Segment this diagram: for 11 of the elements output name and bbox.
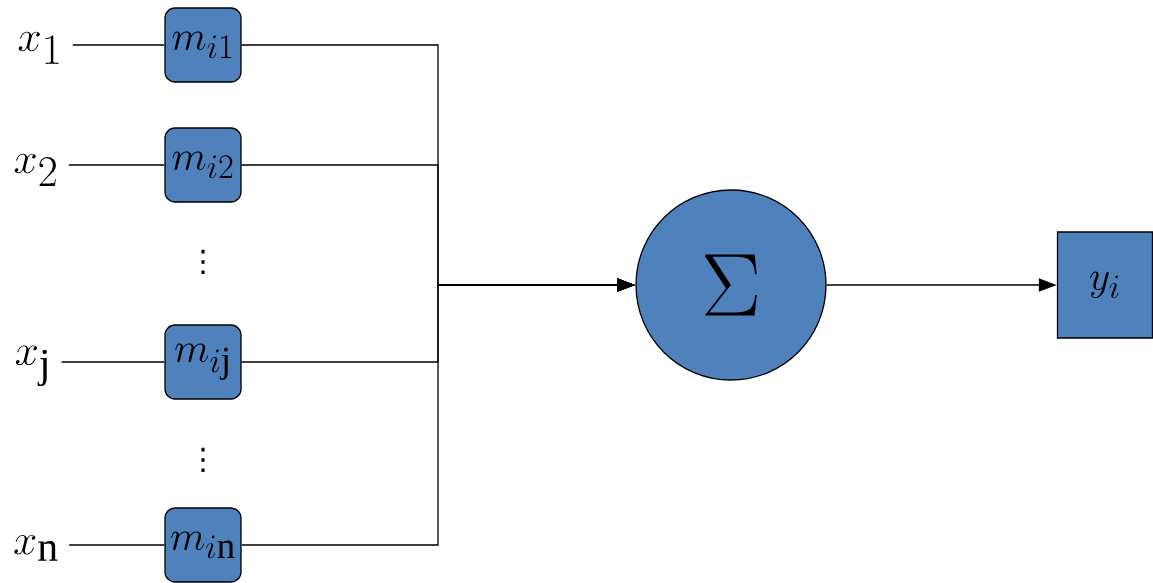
vertical-ellipsis: ⋮ [201, 249, 205, 275]
input-label: $x_{2}$ [14, 153, 56, 186]
vertical-ellipsis: ⋮ [201, 447, 205, 473]
input-label: $x_{\mathrm{j}}$ [15, 345, 47, 387]
weight-box: $m_{i\mathrm{n}}$ [164, 507, 242, 583]
input-label: $x_{1}$ [18, 31, 59, 64]
weight-box: $m_{i2}$ [164, 127, 242, 203]
input-label: $x_{\mathrm{n}}$ [14, 534, 58, 561]
weight-box: $m_{i\mathrm{j}}$ [164, 324, 242, 400]
weight-box: $m_{i1}$ [164, 7, 242, 83]
output-box: $y_{i}$ [1056, 231, 1153, 339]
